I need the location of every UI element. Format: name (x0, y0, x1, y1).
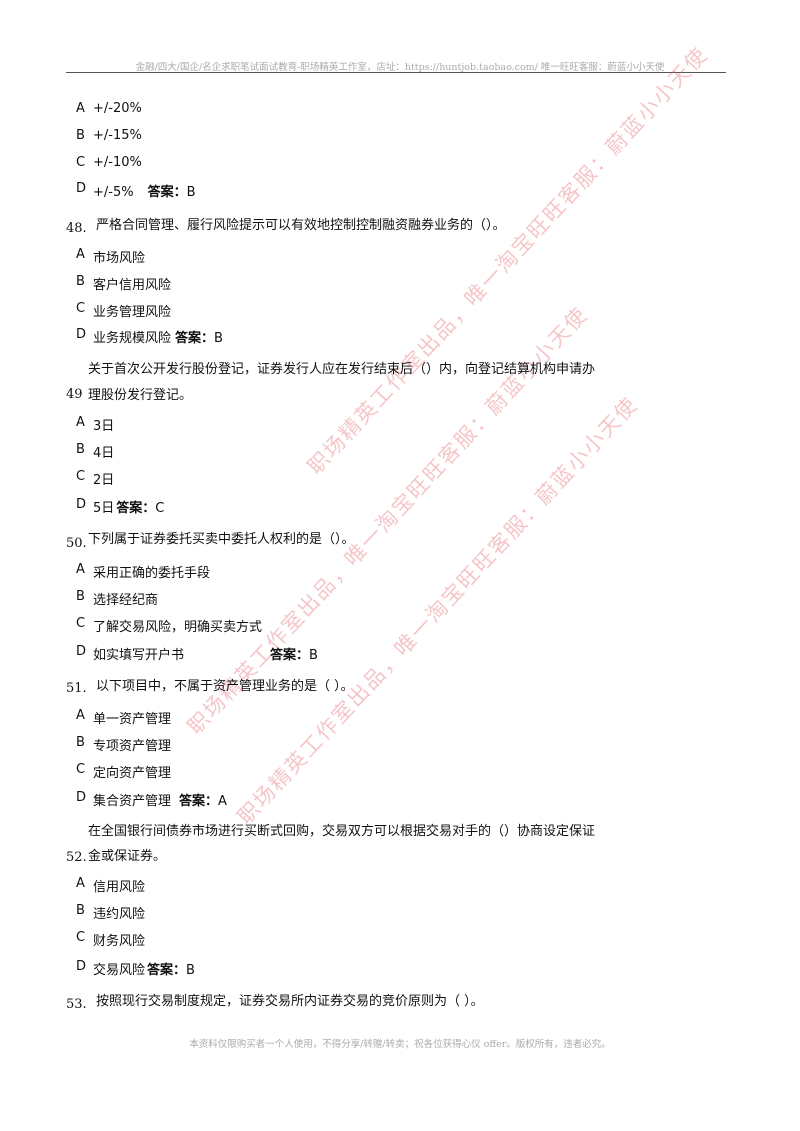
answer: 答案：B (147, 185, 196, 200)
option-letter: A (76, 247, 85, 262)
question-number: 52. (66, 850, 87, 865)
option-letter: D (76, 327, 87, 342)
option-letter: D (76, 497, 87, 512)
question-text: 按照现行交易制度规定，证券交易所内证券交易的竞价原则为（ ）。 (96, 994, 484, 1009)
option-text: +/-5%答案：B (93, 185, 196, 200)
page-header: 金融/四大/国企/名企求职笔试面试教育-职场精英工作室，店址：https://h… (135, 62, 665, 73)
option-letter: B (76, 735, 85, 750)
option-letter: D (76, 181, 87, 196)
option-letter: B (76, 903, 85, 918)
question-text: 在全国银行间债券市场进行买断式回购，交易双方可以根据交易对手的（）协商设定保证 (88, 824, 596, 839)
question-text: 严格合同管理、履行风险提示可以有效地控制控制融资融券业务的（）。 (96, 218, 506, 233)
option-text: 业务规模风险答案：B (93, 331, 223, 346)
option-letter: B (76, 442, 85, 457)
option-text: 业务管理风险 (93, 305, 172, 320)
watermark: 职场精英工作室出品，唯一淘宝旺旺客服：蔚蓝小小天使 (302, 42, 713, 480)
question-number: 50. (66, 536, 87, 551)
option-letter: C (76, 301, 86, 316)
option-letter: D (76, 644, 87, 659)
option-letter: A (76, 876, 85, 891)
option-text: 单一资产管理 (93, 712, 172, 727)
option-text: +/-10% (93, 155, 142, 170)
option-text: 选择经纪商 (93, 593, 159, 608)
option-text: 集合资产管理答案：A (93, 794, 227, 809)
option-letter: B (76, 274, 85, 289)
option-letter: C (76, 155, 86, 170)
option-text: 如实填写开户书答案：B (93, 648, 318, 663)
option-letter: A (76, 562, 85, 577)
question-number: 51. (66, 681, 87, 696)
question-number: 48. (66, 221, 87, 236)
question-text: 以下项目中，不属于资产管理业务的是（ ）。 (96, 679, 354, 694)
question-number: 53. (66, 997, 87, 1012)
header-rule (66, 72, 726, 73)
question-text: 下列属于证券委托买卖中委托人权利的是（）。 (88, 532, 355, 547)
option-letter: C (76, 616, 86, 631)
answer: 答案：B (270, 648, 318, 663)
option-text: 2日 (93, 473, 115, 488)
option-letter: C (76, 930, 86, 945)
option-text: 市场风险 (93, 251, 146, 266)
option-letter: B (76, 589, 85, 604)
question-number: 49 (66, 387, 83, 402)
option-text: 3日 (93, 419, 115, 434)
question-text: 关于首次公开发行股份登记，证券发行人应在发行结束后（）内，向登记结算机构申请办 (88, 362, 596, 377)
answer: 答案：A (179, 794, 227, 809)
option-letter: B (76, 128, 85, 143)
option-text: 5日答案：C (93, 501, 165, 516)
answer: 答案：B (147, 963, 195, 978)
option-letter: A (76, 101, 85, 116)
question-text: 理股份发行登记。 (88, 388, 193, 403)
option-letter: C (76, 469, 86, 484)
page-footer: 本资料仅限购买者一个人使用，不得分享/转赠/转卖；祝各位获得心仪 offer。版… (189, 1039, 611, 1050)
answer: 答案：B (175, 331, 223, 346)
option-text: +/-20% (93, 101, 142, 116)
option-text: 财务风险 (93, 934, 146, 949)
option-text: 4日 (93, 446, 115, 461)
option-text: 违约风险 (93, 907, 146, 922)
option-text: 交易风险答案：B (93, 963, 195, 978)
option-text: 了解交易风险，明确买卖方式 (93, 620, 263, 635)
option-text: 客户信用风险 (93, 278, 172, 293)
question-text: 金或保证券。 (88, 849, 167, 864)
option-letter: D (76, 959, 87, 974)
option-letter: D (76, 790, 87, 805)
option-letter: C (76, 762, 86, 777)
option-letter: A (76, 708, 85, 723)
option-letter: A (76, 415, 85, 430)
option-text: 采用正确的委托手段 (93, 566, 211, 581)
option-text: 专项资产管理 (93, 739, 172, 754)
option-text: +/-15% (93, 128, 142, 143)
option-text: 信用风险 (93, 880, 146, 895)
option-text: 定向资产管理 (93, 766, 172, 781)
answer: 答案：C (116, 501, 165, 516)
